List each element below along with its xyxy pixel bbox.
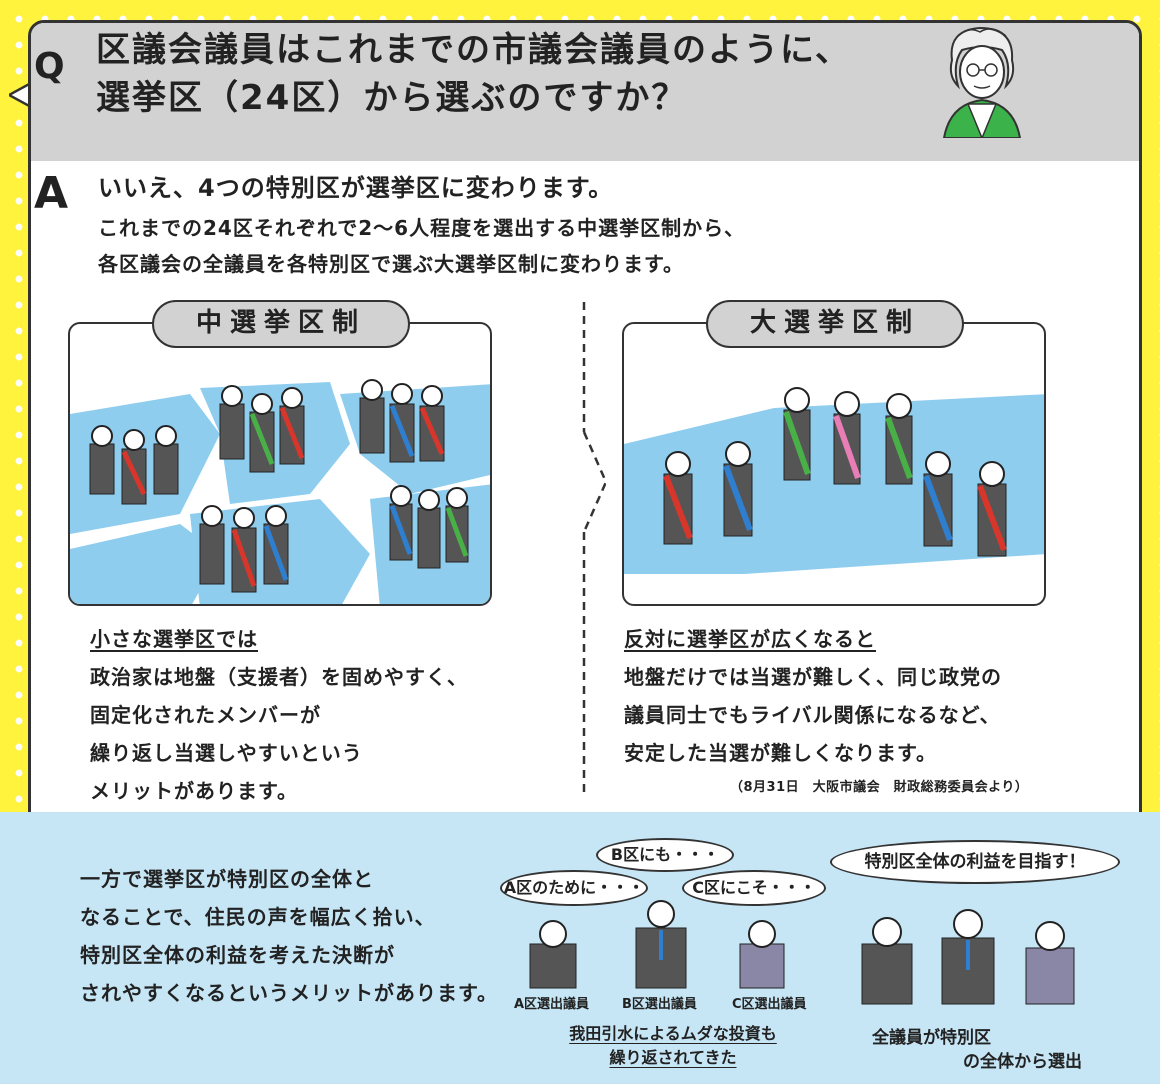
question-text: 区議会議員はこれまでの市議会議員のように、 選挙区（24区）から選ぶのですか？ (96, 26, 851, 122)
small-districts-illustration (70, 379, 490, 604)
bottom-line-3: 特別区全体の利益を考えた決断が (80, 943, 395, 967)
large-line-2: 議員同士でもライバル関係になるなど、 (624, 703, 1001, 727)
member-center (941, 909, 995, 1005)
caption-right-line-2: の全体から選出 (963, 1052, 1082, 1072)
medium-line-3: 繰り返し当選しやすいという (90, 741, 363, 765)
bubble-b: B区にも・・・ (596, 838, 734, 872)
member-a (529, 920, 577, 989)
large-district-title: 大選挙区制 (706, 300, 964, 348)
bubble-a: A区のために・・・ (500, 870, 648, 906)
medium-line-2: 固定化されたメンバーが (90, 703, 321, 727)
rival-politicians (663, 387, 1007, 557)
answer-headline: いいえ、4つの特別区が選挙区に変わります。 (98, 174, 614, 202)
answer-body-line-2: 各区議会の全議員を各特別区で選ぶ大選挙区制に変わります。 (98, 252, 684, 276)
caption-left-line-2: 繰り返されてきた (609, 1048, 737, 1067)
large-district-description: 反対に選挙区が広くなると 地盤だけでは当選が難しく、同じ政党の 議員同士でもライ… (624, 620, 1002, 772)
answer-body-line-1: これまでの24区それぞれで2～6人程度を選出する中選挙区制から、 (98, 216, 746, 240)
medium-district-description: 小さな選挙区では 政治家は地盤（支援者）を固めやすく、 固定化されたメンバーが … (90, 620, 468, 810)
question-letter: Q (34, 46, 65, 87)
question-line-2: 選挙区（24区）から選ぶのですか？ (96, 78, 688, 118)
source-note: （8月31日 大阪市議会 財政総務委員会より） (730, 780, 1029, 795)
politician-group-2 (219, 385, 305, 473)
unified-members-illustration (861, 909, 1075, 1005)
woman-avatar-icon (942, 26, 1022, 138)
medium-line-1: 政治家は地盤（支援者）を固めやすく、 (90, 665, 468, 689)
answer-body: これまでの24区それぞれで2～6人程度を選出する中選挙区制から、 各区議会の全議… (98, 210, 745, 282)
medium-district-panel (68, 322, 492, 606)
bubble-c: C区にこそ・・・ (682, 870, 826, 906)
politician-group-3 (359, 379, 445, 463)
large-district-lead: 反対に選挙区が広くなると (624, 627, 876, 651)
member-b (635, 900, 687, 989)
caption-left-line-1: 我田引水によるムダな投資も (569, 1024, 777, 1043)
member-label-b: B区選出議員 (622, 997, 697, 1012)
medium-line-4: メリットがあります。 (90, 779, 298, 803)
large-district-illustration (624, 387, 1044, 574)
bottom-line-4: されやすくなるというメリットがあります。 (80, 981, 498, 1005)
bottom-line-1: 一方で選挙区が特別区の全体と (80, 867, 374, 891)
large-line-3: 安定した当選が難しくなります。 (624, 741, 937, 765)
member-label-c: C区選出議員 (732, 997, 807, 1012)
large-district-panel (622, 322, 1046, 606)
member-left (861, 917, 913, 1005)
answer-letter: A (34, 168, 69, 219)
politician-group-4 (199, 505, 289, 593)
member-c (739, 920, 785, 989)
bubble-all: 特別区全体の利益を目指す！ (830, 840, 1120, 884)
bottom-line-2: なることで、住民の声を幅広く拾い、 (80, 905, 436, 929)
large-line-1: 地盤だけでは当選が難しく、同じ政党の (624, 665, 1002, 689)
district-members-illustration (529, 900, 785, 989)
caption-right: 全議員が特別区 の全体から選出 (852, 1026, 1082, 1074)
section-divider (582, 302, 606, 794)
question-line-1: 区議会議員はこれまでの市議会議員のように、 (96, 30, 851, 70)
medium-district-title: 中選挙区制 (152, 300, 410, 348)
member-label-a: A区選出議員 (514, 997, 590, 1012)
caption-right-line-1: 全議員が特別区 (872, 1028, 991, 1048)
bottom-description: 一方で選挙区が特別区の全体と なることで、住民の声を幅広く拾い、 特別区全体の利… (80, 860, 498, 1012)
member-right (1025, 921, 1075, 1005)
caption-left: 我田引水によるムダな投資も 繰り返されてきた (538, 1022, 808, 1070)
politician-group-5 (389, 485, 469, 569)
politician-group-1 (89, 425, 179, 505)
medium-district-lead: 小さな選挙区では (90, 627, 258, 651)
